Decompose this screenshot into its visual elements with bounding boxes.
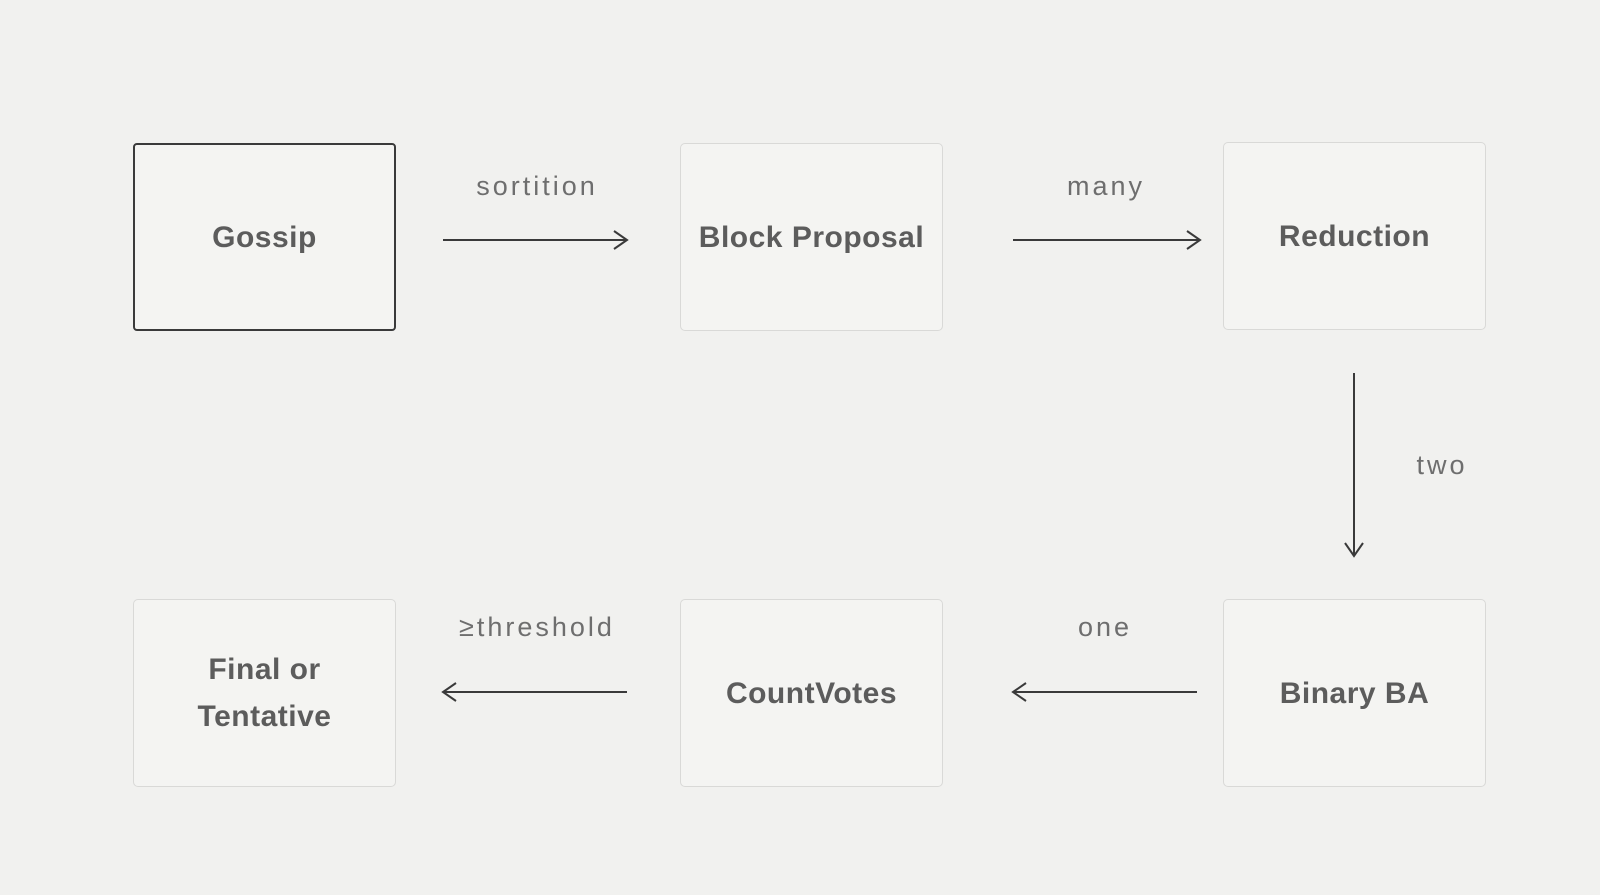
node-countvotes-label: CountVotes [725, 676, 898, 710]
arrow-sortition-right-icon [443, 230, 629, 250]
arrow-one-left-icon [1011, 682, 1197, 702]
node-binary-ba-label: Binary BA [1279, 676, 1430, 710]
arrow-threshold-left-icon [441, 682, 627, 702]
node-block-proposal-label: Block Proposal [698, 220, 925, 254]
edge-label-many: many [1066, 171, 1146, 201]
node-gossip: Gossip [133, 143, 396, 331]
edge-label-one: one [1077, 612, 1133, 642]
arrow-many-right-icon [1013, 230, 1202, 250]
node-reduction-label: Reduction [1278, 219, 1431, 253]
node-final-or-tentative-label: Final or Tentative [197, 653, 332, 733]
arrow-two-down-icon [1344, 373, 1364, 558]
edge-label-sortition: sortition [476, 171, 598, 201]
edge-label-threshold: ≥threshold [459, 612, 615, 642]
node-countvotes: CountVotes [680, 599, 943, 787]
node-gossip-label: Gossip [212, 220, 317, 254]
node-reduction: Reduction [1223, 142, 1486, 330]
node-block-proposal: Block Proposal [680, 143, 943, 331]
node-binary-ba: Binary BA [1223, 599, 1486, 787]
edge-label-two: two [1416, 450, 1468, 480]
node-final-or-tentative: Final or Tentative [133, 599, 396, 787]
